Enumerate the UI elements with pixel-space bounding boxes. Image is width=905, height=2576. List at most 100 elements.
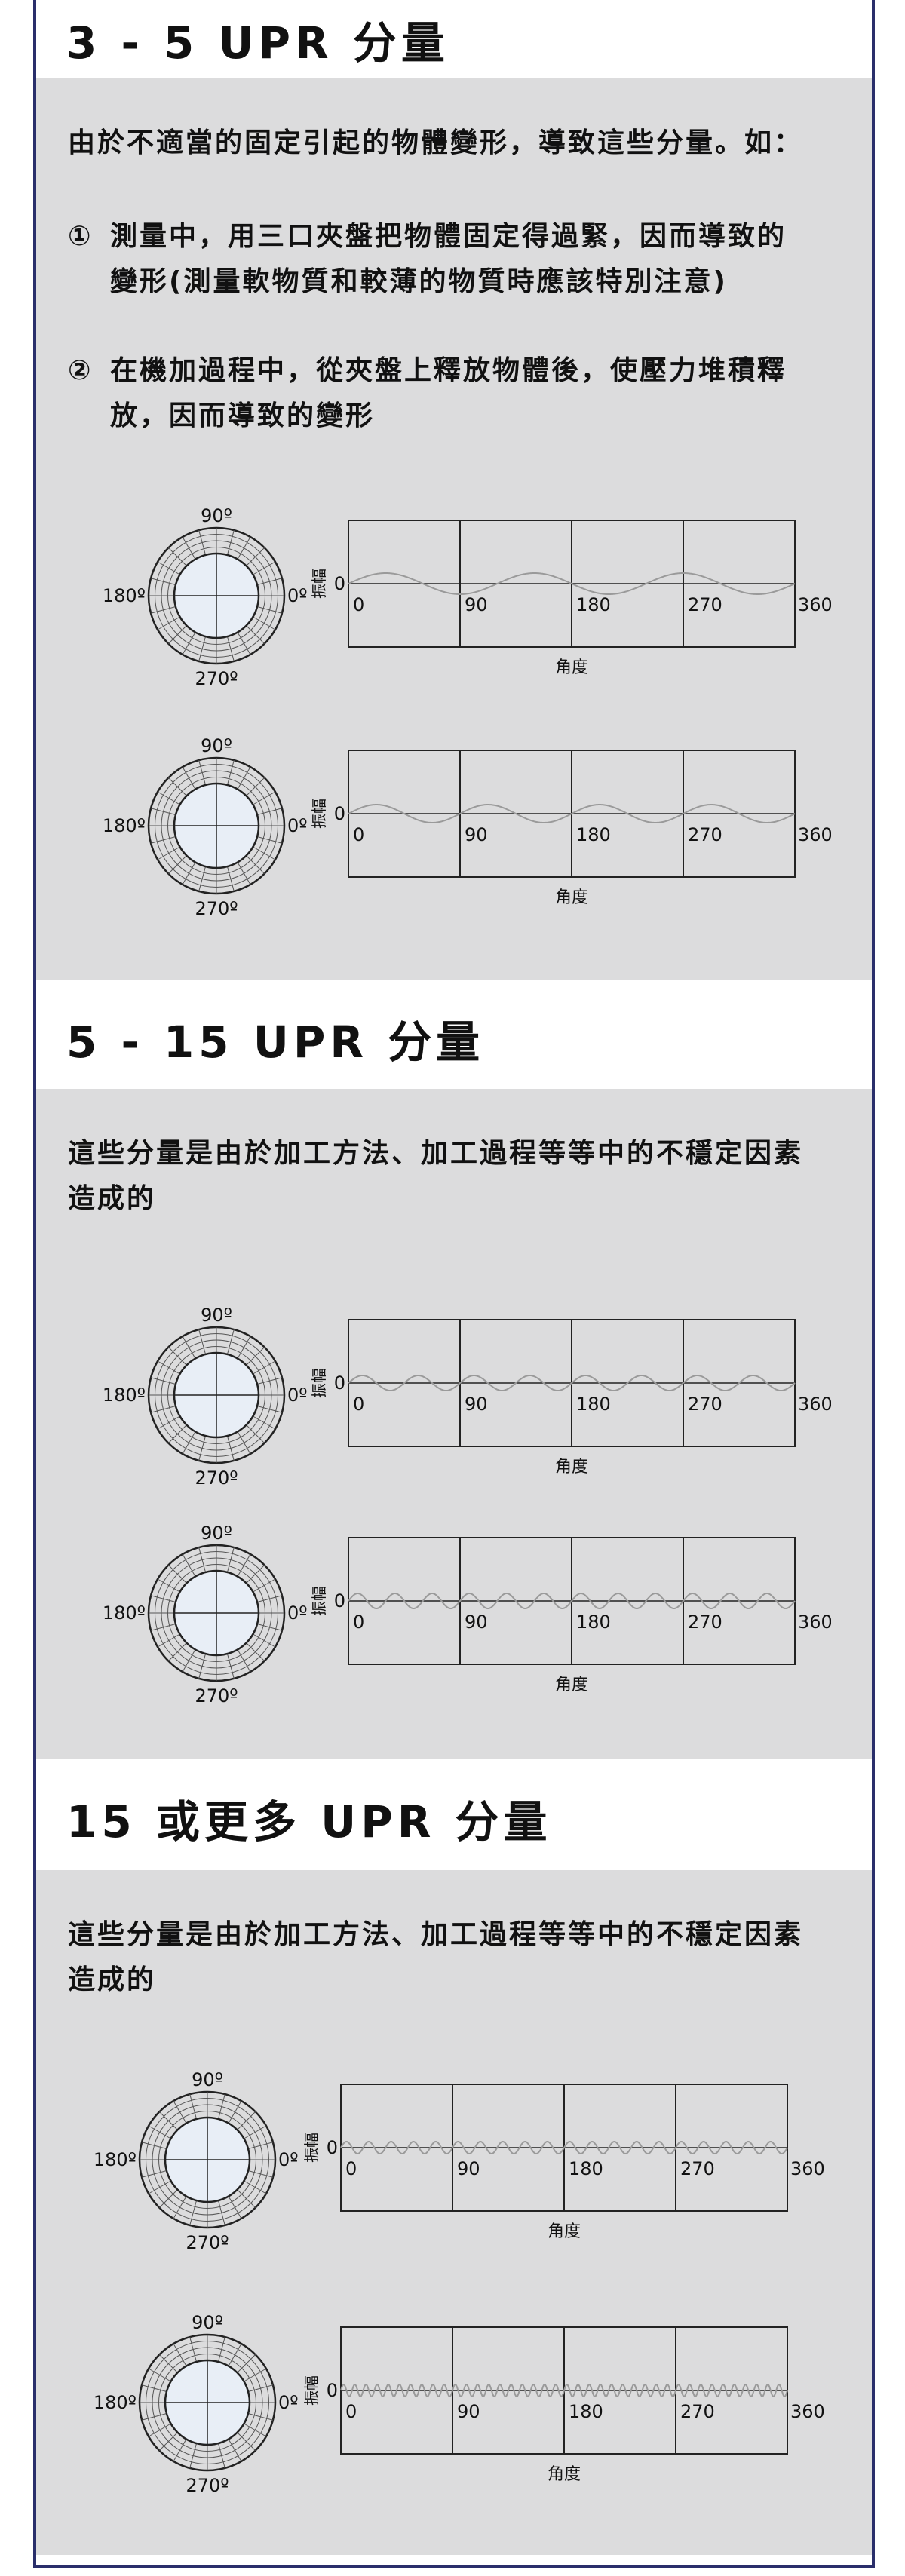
polar-spoke (246, 855, 265, 874)
polar-spoke (182, 1553, 196, 1577)
polar-spoke (246, 547, 265, 566)
polar-label-180: 180º (103, 815, 146, 836)
polar-spoke (150, 578, 176, 585)
polar-spoke (253, 1415, 276, 1430)
polar-spoke (228, 2439, 242, 2462)
chart-x-tick-label: 360 (790, 2158, 824, 2179)
polar-spoke (189, 2443, 197, 2469)
polar-label-0: 0º (278, 2149, 299, 2170)
polar-spoke (228, 2196, 242, 2219)
chart-x-tick-label: 90 (465, 824, 488, 845)
chart-ylabel: 振幅 (311, 799, 328, 829)
chart-x-tick-label: 270 (680, 2401, 715, 2422)
chart-x-tick-label: 360 (798, 1612, 831, 1633)
section-title-15-plus-upr: 15 或更多 UPR 分量 (66, 1796, 552, 1848)
list-item: ① 測量中，用三口夾盤把物體固定得過緊，因而導致的 變形(測量軟物質和較薄的物質… (68, 214, 852, 305)
polar-label-90: 90º (201, 735, 232, 756)
polar-label-180: 180º (103, 1602, 146, 1624)
item-text-line: 變形(測量軟物質和較薄的物質時應該特別注意) (110, 266, 728, 297)
polar-spoke (253, 791, 276, 805)
polar-spoke (218, 2093, 225, 2120)
polar-spoke (150, 1406, 176, 1413)
chart-series-line (348, 1592, 796, 1610)
polar-spoke (159, 2354, 178, 2373)
chart-x-tick-label: 90 (457, 2158, 480, 2179)
chart-x-tick-label: 0 (353, 1612, 364, 1633)
polar-label-270: 270º (195, 1467, 238, 1489)
polar-spoke (141, 2142, 167, 2149)
polar-label-0: 0º (287, 585, 308, 606)
chart-series-line (348, 572, 796, 595)
item-text-line: 在機加過程中，從夾盤上釋放物體後，使壓力堆積釋 (110, 355, 787, 386)
polar-spoke (182, 766, 196, 790)
polar-spoke (237, 536, 251, 560)
polar-spoke (227, 1653, 235, 1679)
polar-label-0: 0º (287, 1602, 308, 1624)
section-title-3-5-upr: 3 - 5 UPR 分量 (66, 17, 449, 69)
polar-spoke (198, 759, 206, 786)
chart-x-tick-label: 90 (465, 1394, 488, 1415)
polar-spoke (218, 2443, 225, 2469)
chart-ylabel: 振幅 (311, 1586, 328, 1616)
polar-spoke (157, 616, 180, 630)
polar-spoke (168, 547, 187, 566)
polar-label-180: 180º (103, 1385, 146, 1406)
polar-spoke (182, 862, 196, 885)
polar-spoke (253, 1578, 276, 1593)
polar-spoke (182, 536, 196, 560)
chart-x-tick-label: 180 (576, 1394, 611, 1415)
polar-spoke (168, 1642, 187, 1661)
polar-spoke (228, 2343, 242, 2366)
polar-spoke (182, 632, 196, 655)
polar-spoke (256, 578, 283, 585)
polar-spoke (227, 1329, 235, 1355)
polar-spoke (237, 2354, 256, 2373)
polar-spoke (227, 636, 235, 662)
chart-zero-label: 0 (327, 2380, 338, 2401)
polar-label-90: 90º (192, 2069, 223, 2090)
polar-spoke (256, 1595, 283, 1602)
polar-spoke (256, 808, 283, 815)
polar-spoke (237, 1336, 251, 1359)
chart-x-tick-label: 0 (353, 824, 364, 845)
polar-spoke (173, 2439, 187, 2462)
item-text-line: 放，因而導致的變形 (110, 400, 376, 431)
polar-spoke (157, 1578, 180, 1593)
polar-spoke (237, 632, 251, 655)
polar-label-90: 90º (201, 1305, 232, 1326)
chart-x-tick-label: 270 (688, 1612, 722, 1633)
polar-spoke (198, 1547, 206, 1573)
polar-spoke (246, 777, 265, 796)
chart-x-tick-label: 180 (576, 1612, 611, 1633)
chart-series-line (348, 803, 796, 824)
chart-series-line (340, 2140, 788, 2155)
section-intro-line: 造成的 (68, 1964, 157, 1995)
chart-ylabel: 振幅 (311, 1368, 328, 1398)
polar-spoke (227, 759, 235, 786)
chart-xlabel: 角度 (548, 2222, 581, 2241)
polar-spoke (244, 2423, 267, 2437)
polar-spoke (198, 1329, 206, 1355)
polar-spoke (256, 1377, 283, 1385)
polar-spoke (256, 606, 283, 614)
polar-spoke (168, 1565, 187, 1584)
chart-x-tick-label: 0 (353, 1394, 364, 1415)
polar-spoke (159, 2111, 178, 2130)
polar-spoke (150, 1595, 176, 1602)
polar-spoke (237, 2111, 256, 2130)
chart-xlabel: 角度 (548, 2465, 581, 2484)
polar-label-270: 270º (186, 2232, 229, 2253)
polar-label-90: 90º (192, 2312, 223, 2333)
polar-spoke (227, 866, 235, 892)
polar-spoke (157, 791, 180, 805)
polar-spoke (168, 777, 187, 796)
polar-spoke (182, 1649, 196, 1673)
polar-spoke (141, 2170, 167, 2178)
polar-spoke (237, 2432, 256, 2451)
polar-spoke (244, 2180, 267, 2194)
